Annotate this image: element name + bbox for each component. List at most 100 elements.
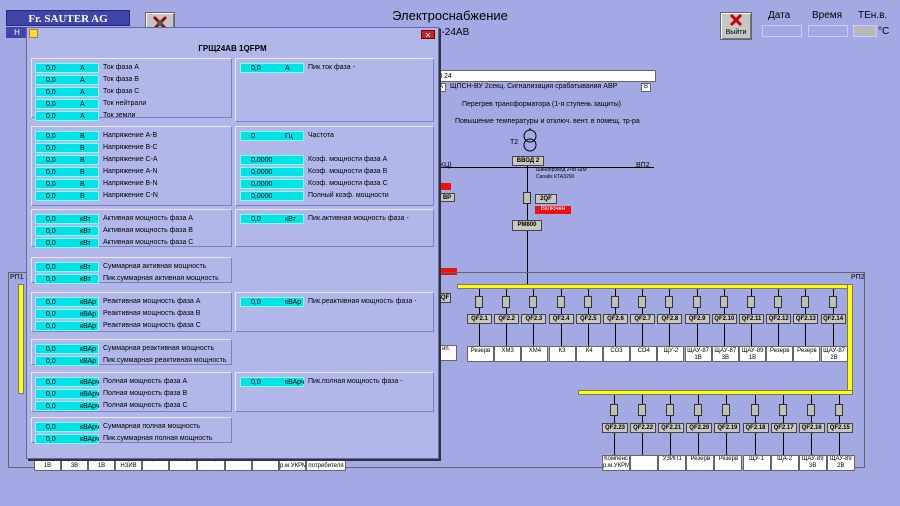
breaker-icon[interactable] bbox=[722, 404, 731, 416]
feeder-qf-button[interactable]: QF2.2 bbox=[494, 314, 520, 324]
pm800-button[interactable]: PM800 bbox=[512, 220, 542, 231]
breaker-icon[interactable] bbox=[828, 296, 837, 308]
feeder-qf-button[interactable]: QF2.1 bbox=[467, 314, 492, 324]
value-number: 0,0 bbox=[46, 228, 56, 235]
left-qf[interactable]: QF bbox=[439, 293, 451, 303]
feeder-qf-button[interactable]: QF2.17 bbox=[770, 423, 797, 433]
value-number: 0,0000 bbox=[251, 193, 273, 200]
feeder-qf-button[interactable]: QF2.23 bbox=[602, 423, 628, 433]
breaker-icon[interactable] bbox=[638, 296, 647, 308]
feeder-qf-button[interactable]: QF2.18 bbox=[742, 423, 769, 433]
load-cell: К4 bbox=[575, 346, 603, 362]
feeder-qf-button[interactable]: QF2.9 bbox=[684, 314, 710, 324]
popup-close-button[interactable]: ✕ bbox=[421, 30, 435, 40]
rp2-label: РП2 bbox=[851, 274, 865, 281]
value-label: Ток нейтрали bbox=[103, 100, 147, 107]
left-bp[interactable]: ВР bbox=[439, 193, 455, 202]
load-cell: Резерв bbox=[686, 455, 715, 471]
feeder-qf-button[interactable]: QF2.10 bbox=[711, 314, 737, 324]
feeder-qf-button[interactable]: QF2.4 bbox=[548, 314, 574, 324]
breaker-icon[interactable] bbox=[610, 404, 618, 416]
feeder-qf-button[interactable]: QF2.19 bbox=[714, 423, 741, 433]
value-number: 0,0 bbox=[46, 77, 56, 84]
breaker-icon[interactable] bbox=[665, 296, 674, 308]
value-field: 0,0000 bbox=[240, 191, 304, 201]
breaker-icon[interactable] bbox=[801, 296, 810, 308]
feeder-qf-button[interactable]: QF2.5 bbox=[575, 314, 601, 324]
breaker-icon[interactable] bbox=[529, 296, 538, 308]
value-number: 0,0 bbox=[46, 169, 56, 176]
breaker-icon[interactable] bbox=[692, 296, 701, 308]
2qf-button[interactable]: 2QF bbox=[535, 194, 557, 204]
breaker-icon[interactable] bbox=[778, 404, 787, 416]
breaker-icon[interactable] bbox=[806, 404, 815, 416]
value-label: Реактивная мощность фаза В bbox=[103, 310, 201, 317]
breaker-icon[interactable] bbox=[523, 192, 531, 204]
breaker-icon[interactable] bbox=[666, 404, 675, 416]
value-label: Коэф. мощности фаза С bbox=[308, 180, 388, 187]
feeder-qf-button[interactable]: QF2.16 bbox=[798, 423, 825, 433]
feeder-qf-button[interactable]: QF2.8 bbox=[657, 314, 683, 324]
feeder-qf-button[interactable]: QF2.15 bbox=[826, 423, 853, 433]
feeder-qf-button[interactable]: QF2.14 bbox=[820, 314, 846, 324]
status-temp: Повышение температуры и отключ. вент. в … bbox=[455, 118, 640, 125]
feeder-qf-button[interactable]: QF2.13 bbox=[793, 314, 819, 324]
value-unit: А bbox=[80, 113, 85, 120]
value-field: 0,0000 bbox=[240, 179, 304, 189]
breaker-icon[interactable] bbox=[747, 296, 755, 308]
value-label: Напряжение С-А bbox=[103, 156, 158, 163]
value-number: 0,0000 bbox=[251, 169, 273, 176]
value-unit: кВт bbox=[285, 216, 296, 223]
breaker-icon[interactable] bbox=[750, 404, 759, 416]
exit-button[interactable]: Выйти bbox=[720, 12, 752, 40]
feeder-qf-button[interactable]: QF2.21 bbox=[658, 423, 685, 433]
value-number: 0,0 bbox=[46, 391, 56, 398]
feeder-qf-button[interactable]: QF2.3 bbox=[521, 314, 547, 324]
feeder-qf-button[interactable]: QF2.7 bbox=[630, 314, 656, 324]
value-number: 0,0 bbox=[46, 436, 56, 443]
logo-sub: H bbox=[6, 27, 28, 38]
breaker-icon[interactable] bbox=[694, 404, 703, 416]
breaker-icon[interactable] bbox=[583, 296, 592, 308]
value-label: Пик.реактивная мощность фаза - bbox=[308, 298, 417, 305]
vvod2-button[interactable]: ВВОД 2 bbox=[512, 156, 544, 166]
value-label: Частота bbox=[308, 132, 334, 139]
value-label: Суммарная полная мощность bbox=[103, 423, 201, 430]
feeder-qf-button[interactable]: QF2.20 bbox=[686, 423, 713, 433]
value-label: Полная мощность фаза С bbox=[103, 402, 188, 409]
page-title: Электроснабжение bbox=[392, 8, 508, 23]
load-cell: УЗИП1 bbox=[658, 455, 687, 471]
breaker-icon[interactable] bbox=[611, 296, 619, 308]
value-number: 0,0 bbox=[46, 101, 56, 108]
value-label: Активная мощность фаза А bbox=[103, 215, 193, 222]
value-unit: кВАр bbox=[80, 311, 97, 318]
breaker-icon[interactable] bbox=[475, 296, 483, 308]
value-label: Пик.активная мощность фаза - bbox=[308, 215, 409, 222]
feeder-qf-button[interactable]: QF2.22 bbox=[630, 423, 657, 433]
value-number: 0,0 bbox=[46, 264, 56, 271]
close-icon: ✕ bbox=[424, 31, 432, 40]
value-unit: Гц bbox=[285, 133, 293, 140]
feeder-qf-button[interactable]: QF2.12 bbox=[766, 314, 792, 324]
breaker-icon[interactable] bbox=[638, 404, 647, 416]
breaker-icon[interactable] bbox=[502, 296, 511, 308]
breaker-icon[interactable] bbox=[556, 296, 565, 308]
load-cell: ЩАУ-87 3В bbox=[711, 346, 739, 362]
value-label: Реактивная мощность фаза С bbox=[103, 322, 201, 329]
breaker-icon[interactable] bbox=[719, 296, 728, 308]
value-label: Полный коэф. мощности bbox=[308, 192, 389, 199]
breaker-icon[interactable] bbox=[834, 404, 843, 416]
breaker-icon[interactable] bbox=[774, 296, 783, 308]
feeder-qf-button[interactable]: QF2.6 bbox=[603, 314, 628, 324]
feeder-qf-button[interactable]: QF2.11 bbox=[739, 314, 764, 324]
